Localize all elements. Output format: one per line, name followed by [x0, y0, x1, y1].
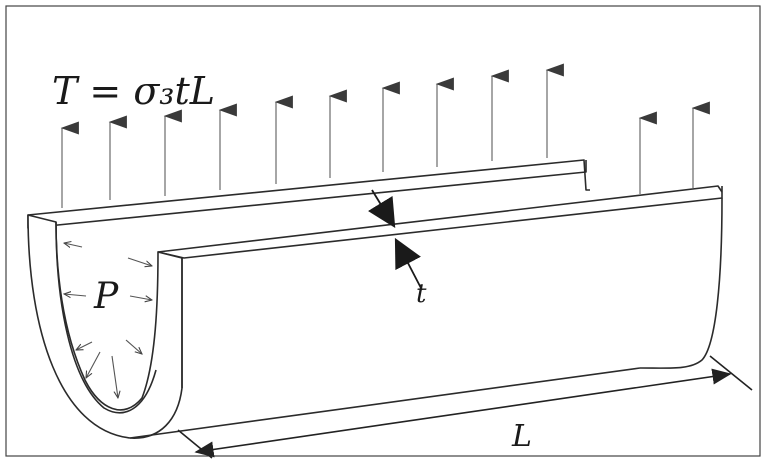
small-arrow-icon — [125, 339, 142, 354]
far-rim-top — [27, 159, 590, 216]
thickness-leader-top — [367, 189, 396, 229]
near-rim-top — [157, 185, 723, 253]
shell-bottom-edge — [129, 367, 641, 439]
thickness-leader-bottom — [394, 237, 423, 291]
thickness-indicator — [367, 189, 423, 291]
small-arrow-icon — [64, 243, 83, 247]
pressure-label: P — [93, 276, 119, 317]
length-label: L — [511, 419, 532, 454]
tension-force-label: T = σ₃tL — [52, 69, 215, 113]
thickness-label: t — [416, 279, 427, 309]
length-tick-right — [709, 355, 753, 391]
small-arrow-icon — [129, 296, 152, 300]
small-arrow-icon — [76, 341, 93, 350]
end-outer-curve — [27, 214, 183, 439]
length-dimension — [177, 355, 753, 459]
length-tick-left — [177, 429, 213, 459]
small-arrow-icon — [111, 355, 118, 398]
end-inner-curve — [55, 221, 157, 414]
tension-arrows — [60, 63, 710, 208]
small-arrow-icon — [64, 294, 87, 296]
half-cylinder-shell — [27, 159, 723, 439]
small-arrow-icon — [86, 351, 101, 378]
shell-right-curve — [639, 197, 723, 369]
double-arrow-icon — [194, 368, 732, 458]
small-arrow-icon — [127, 257, 152, 266]
pressure-arrows — [64, 243, 152, 398]
